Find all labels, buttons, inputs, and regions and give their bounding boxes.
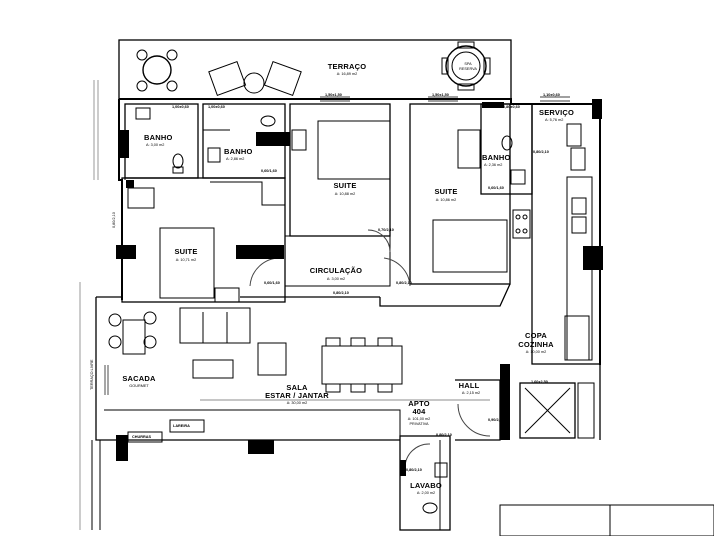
room-area-servico: A: 5,76 m2 — [545, 118, 564, 122]
coffee-table — [192, 359, 234, 379]
dim-label: 0,80/2,10 — [333, 291, 349, 295]
room-note-sacada: GOURMET — [129, 384, 149, 388]
elevator — [519, 382, 576, 439]
room-area-circulacao: A: 3,00 m2 — [326, 277, 346, 281]
room-name-sala: SALA — [286, 383, 308, 392]
room-area-suite-3: A: 10,71 m2 — [175, 258, 197, 262]
room-area-hall: A: 2,15 m2 — [461, 391, 481, 395]
room-name-suite-1: SUITE — [333, 181, 357, 190]
apartment-label: APTO — [408, 399, 430, 408]
room-name-banho-3: BANHO — [482, 153, 511, 162]
sofa — [179, 307, 251, 344]
label-churrasqueira: CHURRAS — [132, 435, 151, 439]
dim-label: 0,70/2,10 — [378, 228, 394, 232]
room-name-lavabo: LAVABO — [410, 481, 442, 490]
room-note-spa: RESERVA — [459, 67, 477, 71]
apartment-note: PRIVATIVA — [409, 422, 429, 426]
dim-label: 0,60/1,60 — [261, 169, 277, 173]
dim-label: 1,00x0,60 — [172, 105, 189, 109]
room-name-copa: COPA — [525, 331, 547, 340]
room-area-banho-3: A: 2,36 m2 — [484, 163, 503, 167]
room-name-terraco: TERRAÇO — [327, 62, 367, 71]
room-name-banho-1: BANHO — [144, 133, 173, 142]
room-area-suite-1: A: 10,88 m2 — [334, 192, 356, 196]
dim-label: 0,80x0,60 — [503, 105, 520, 109]
dim-label: 0,80/2,10 — [406, 468, 422, 472]
armchair — [257, 342, 287, 376]
room-name-servico: SERVIÇO — [539, 108, 575, 117]
room-area-lavabo: A: 2,00 m2 — [416, 491, 436, 495]
dim-label: 0,60/1,60 — [264, 281, 280, 285]
dim-label: 0,80/2,10 — [436, 433, 452, 437]
apartment-number: 404 — [412, 407, 426, 416]
room-name-sacada: SACADA — [122, 374, 156, 383]
dim-label: 0,80/2,10 — [396, 281, 412, 285]
suite-1-wall — [289, 103, 391, 237]
label-lareira: LAREIRA — [173, 424, 190, 428]
apartment-area: A: 101,00 m2 — [407, 417, 431, 421]
service-wall — [531, 103, 601, 365]
room-area-copa: A: 10,00 m2 — [525, 350, 547, 354]
balcony-wall — [95, 297, 400, 441]
room-name-estar-jantar: ESTAR / JANTAR — [265, 391, 329, 400]
dim-label: 1,50x1,50 — [325, 93, 342, 97]
bathroom-3-wall — [480, 103, 533, 195]
dim-label: 1,50x1,50 — [432, 93, 449, 97]
room-name-suite-2: SUITE — [434, 187, 458, 196]
side-label-terraco: TERRAÇO LIVRE — [90, 359, 94, 390]
circulation-wall — [285, 235, 391, 287]
room-name-hall: HALL — [458, 381, 480, 390]
room-area-banho-2: A: 2,86 m2 — [226, 157, 245, 161]
dim-label: 1,00x0,60 — [208, 105, 225, 109]
dim-label: 0,90/2,10 — [488, 418, 504, 422]
room-name-spa: SPA — [464, 62, 472, 66]
dim-label: 1,10x0,60 — [543, 93, 560, 97]
dim-label: 0,60/1,60 — [488, 186, 504, 190]
room-area-terraco: A: 16,89 m2 — [336, 72, 358, 76]
side-label-dim: 0,80/2,10 — [112, 212, 116, 228]
suite-3-wall — [121, 177, 286, 303]
room-area-banho-1: A: 3,00 m2 — [146, 143, 165, 147]
room-area-suite-2: A: 10,86 m2 — [435, 198, 457, 202]
room-area-sala: A: 30,00 m2 — [286, 401, 308, 405]
room-name-banho-2: BANHO — [224, 147, 253, 156]
dim-label: 0,80/2,10 — [533, 150, 549, 154]
room-name-circulacao: CIRCULAÇÃO — [309, 266, 363, 275]
terrace-table — [142, 55, 172, 85]
room-name-cozinha: COZINHA — [518, 340, 554, 349]
spa-tub — [445, 45, 487, 87]
dim-label: 1,60x2,50 — [531, 380, 548, 384]
room-name-suite-3: SUITE — [174, 247, 198, 256]
dining-table — [321, 345, 403, 385]
exterior-wall — [119, 98, 601, 365]
